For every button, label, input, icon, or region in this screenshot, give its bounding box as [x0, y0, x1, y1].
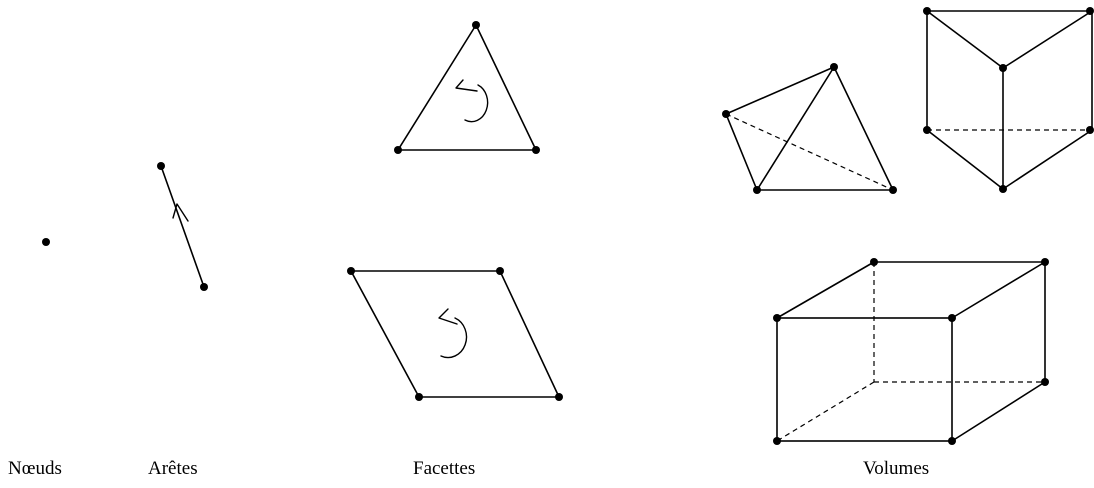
prism-edge — [1002, 129, 1093, 190]
volume-vertex — [999, 64, 1007, 72]
caption-facets: Facettes — [413, 458, 476, 479]
hexa-front-face — [776, 317, 953, 442]
volume-vertex — [1041, 378, 1049, 386]
tetra-edge — [725, 113, 758, 191]
volume-vertex — [830, 63, 838, 71]
volume-vertex — [1086, 7, 1094, 15]
caption-volumes: Volumes — [863, 458, 930, 479]
quad-facet — [347, 267, 563, 401]
volume-vertex — [773, 437, 781, 445]
hidden-edge — [776, 381, 875, 442]
tetra-edge — [833, 66, 894, 191]
facet-vertex — [394, 146, 402, 154]
edge-example — [157, 162, 208, 291]
orientation-arc — [464, 84, 489, 123]
edge-direction-arrow — [172, 203, 189, 222]
volume-vertex — [923, 7, 931, 15]
volume-vertex — [999, 185, 1007, 193]
orientation-arrowhead — [438, 308, 458, 325]
hexa-edge — [776, 261, 875, 319]
prism-edge — [926, 10, 1004, 69]
tetra-edge — [756, 66, 835, 191]
volume-vertex — [1086, 126, 1094, 134]
facet-vertex — [472, 21, 480, 29]
node-point — [42, 238, 50, 246]
tetra-edge — [725, 66, 835, 115]
volume-vertex — [948, 437, 956, 445]
volume-vertex — [923, 126, 931, 134]
node-example — [42, 238, 50, 246]
volume-vertex — [948, 314, 956, 322]
prism-edge — [1002, 10, 1093, 69]
volume-vertex — [1041, 258, 1049, 266]
hexahedron-volume — [773, 258, 1049, 445]
edge-vertex — [200, 283, 208, 291]
edge-vertex — [157, 162, 165, 170]
hexa-edge — [951, 261, 1046, 319]
hidden-edge — [725, 113, 894, 191]
volume-vertex — [773, 314, 781, 322]
orientation-arrowhead — [455, 79, 478, 92]
caption-edges: Arêtes — [148, 458, 198, 479]
facet-vertex — [415, 393, 423, 401]
caption-nodes: Nœuds — [8, 458, 62, 479]
facet-vertex — [532, 146, 540, 154]
facet-vertex — [496, 267, 504, 275]
prism-edge — [926, 129, 1004, 190]
tetrahedron-volume — [722, 63, 897, 194]
volume-vertex — [753, 186, 761, 194]
hexa-edge — [951, 381, 1046, 442]
triangle-facet — [394, 21, 540, 154]
volume-vertex — [870, 258, 878, 266]
edge-segment — [160, 165, 205, 288]
volume-vertex — [889, 186, 897, 194]
facet-vertex — [347, 267, 355, 275]
volume-vertex — [722, 110, 730, 118]
triangle-outline — [396, 23, 538, 151]
facet-vertex — [555, 393, 563, 401]
prism-volume — [923, 7, 1094, 193]
orientation-arc — [440, 317, 468, 359]
quad-outline — [349, 270, 561, 398]
